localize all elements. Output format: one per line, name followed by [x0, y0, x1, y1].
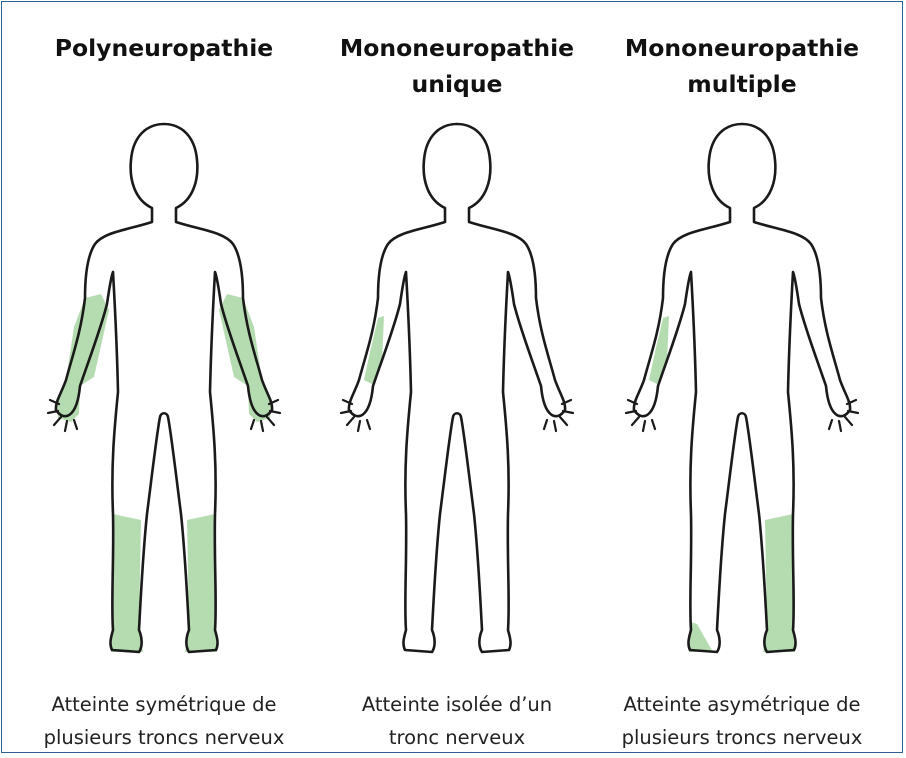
panel-title: Mononeuropathie multiple — [592, 30, 892, 102]
affected-right-foot-partial — [689, 622, 713, 652]
hand-fingers — [626, 400, 858, 431]
hand-fingers — [48, 400, 280, 431]
hand-fingers — [341, 400, 573, 431]
affected-left-forearm — [219, 294, 262, 386]
panel-polyneuropathie: Polyneuropathie Atteinte symétrique de p… — [14, 2, 314, 758]
caption-line: Atteinte symétrique de — [14, 688, 314, 721]
affected-areas — [56, 294, 272, 652]
panel-caption: Atteinte isolée d’un tronc nerveux — [307, 688, 607, 754]
panel-title-line: Polyneuropathie — [14, 30, 314, 66]
body-figure — [617, 122, 867, 662]
panel-title-line: Mononeuropathie — [307, 30, 607, 66]
panel-title-line: Mononeuropathie — [592, 30, 892, 66]
body-figure — [332, 122, 582, 662]
caption-line: Atteinte isolée d’un — [307, 688, 607, 721]
panel-title-line: unique — [307, 66, 607, 102]
body-figure — [39, 122, 289, 662]
affected-areas — [649, 316, 795, 652]
body-outline — [634, 124, 850, 652]
panel-title: Mononeuropathie unique — [307, 30, 607, 102]
panel-caption: Atteinte symétrique de plusieurs troncs … — [14, 688, 314, 754]
caption-line: plusieurs troncs nerveux — [592, 721, 892, 754]
caption-line: plusieurs troncs nerveux — [14, 721, 314, 754]
panel-caption: Atteinte asymétrique de plusieurs troncs… — [592, 688, 892, 754]
body-outline — [56, 124, 272, 652]
panel-mononeuropathie-unique: Mononeuropathie unique Atteinte isolée d… — [307, 2, 607, 758]
body-outline — [349, 124, 565, 652]
caption-line: Atteinte asymétrique de — [592, 688, 892, 721]
affected-right-forearm — [66, 294, 109, 386]
panel-mononeuropathie-multiple: Mononeuropathie multiple Atteinte asymét… — [592, 2, 892, 758]
panel-title-line: multiple — [592, 66, 892, 102]
caption-line: tronc nerveux — [307, 721, 607, 754]
panel-title: Polyneuropathie — [14, 30, 314, 66]
